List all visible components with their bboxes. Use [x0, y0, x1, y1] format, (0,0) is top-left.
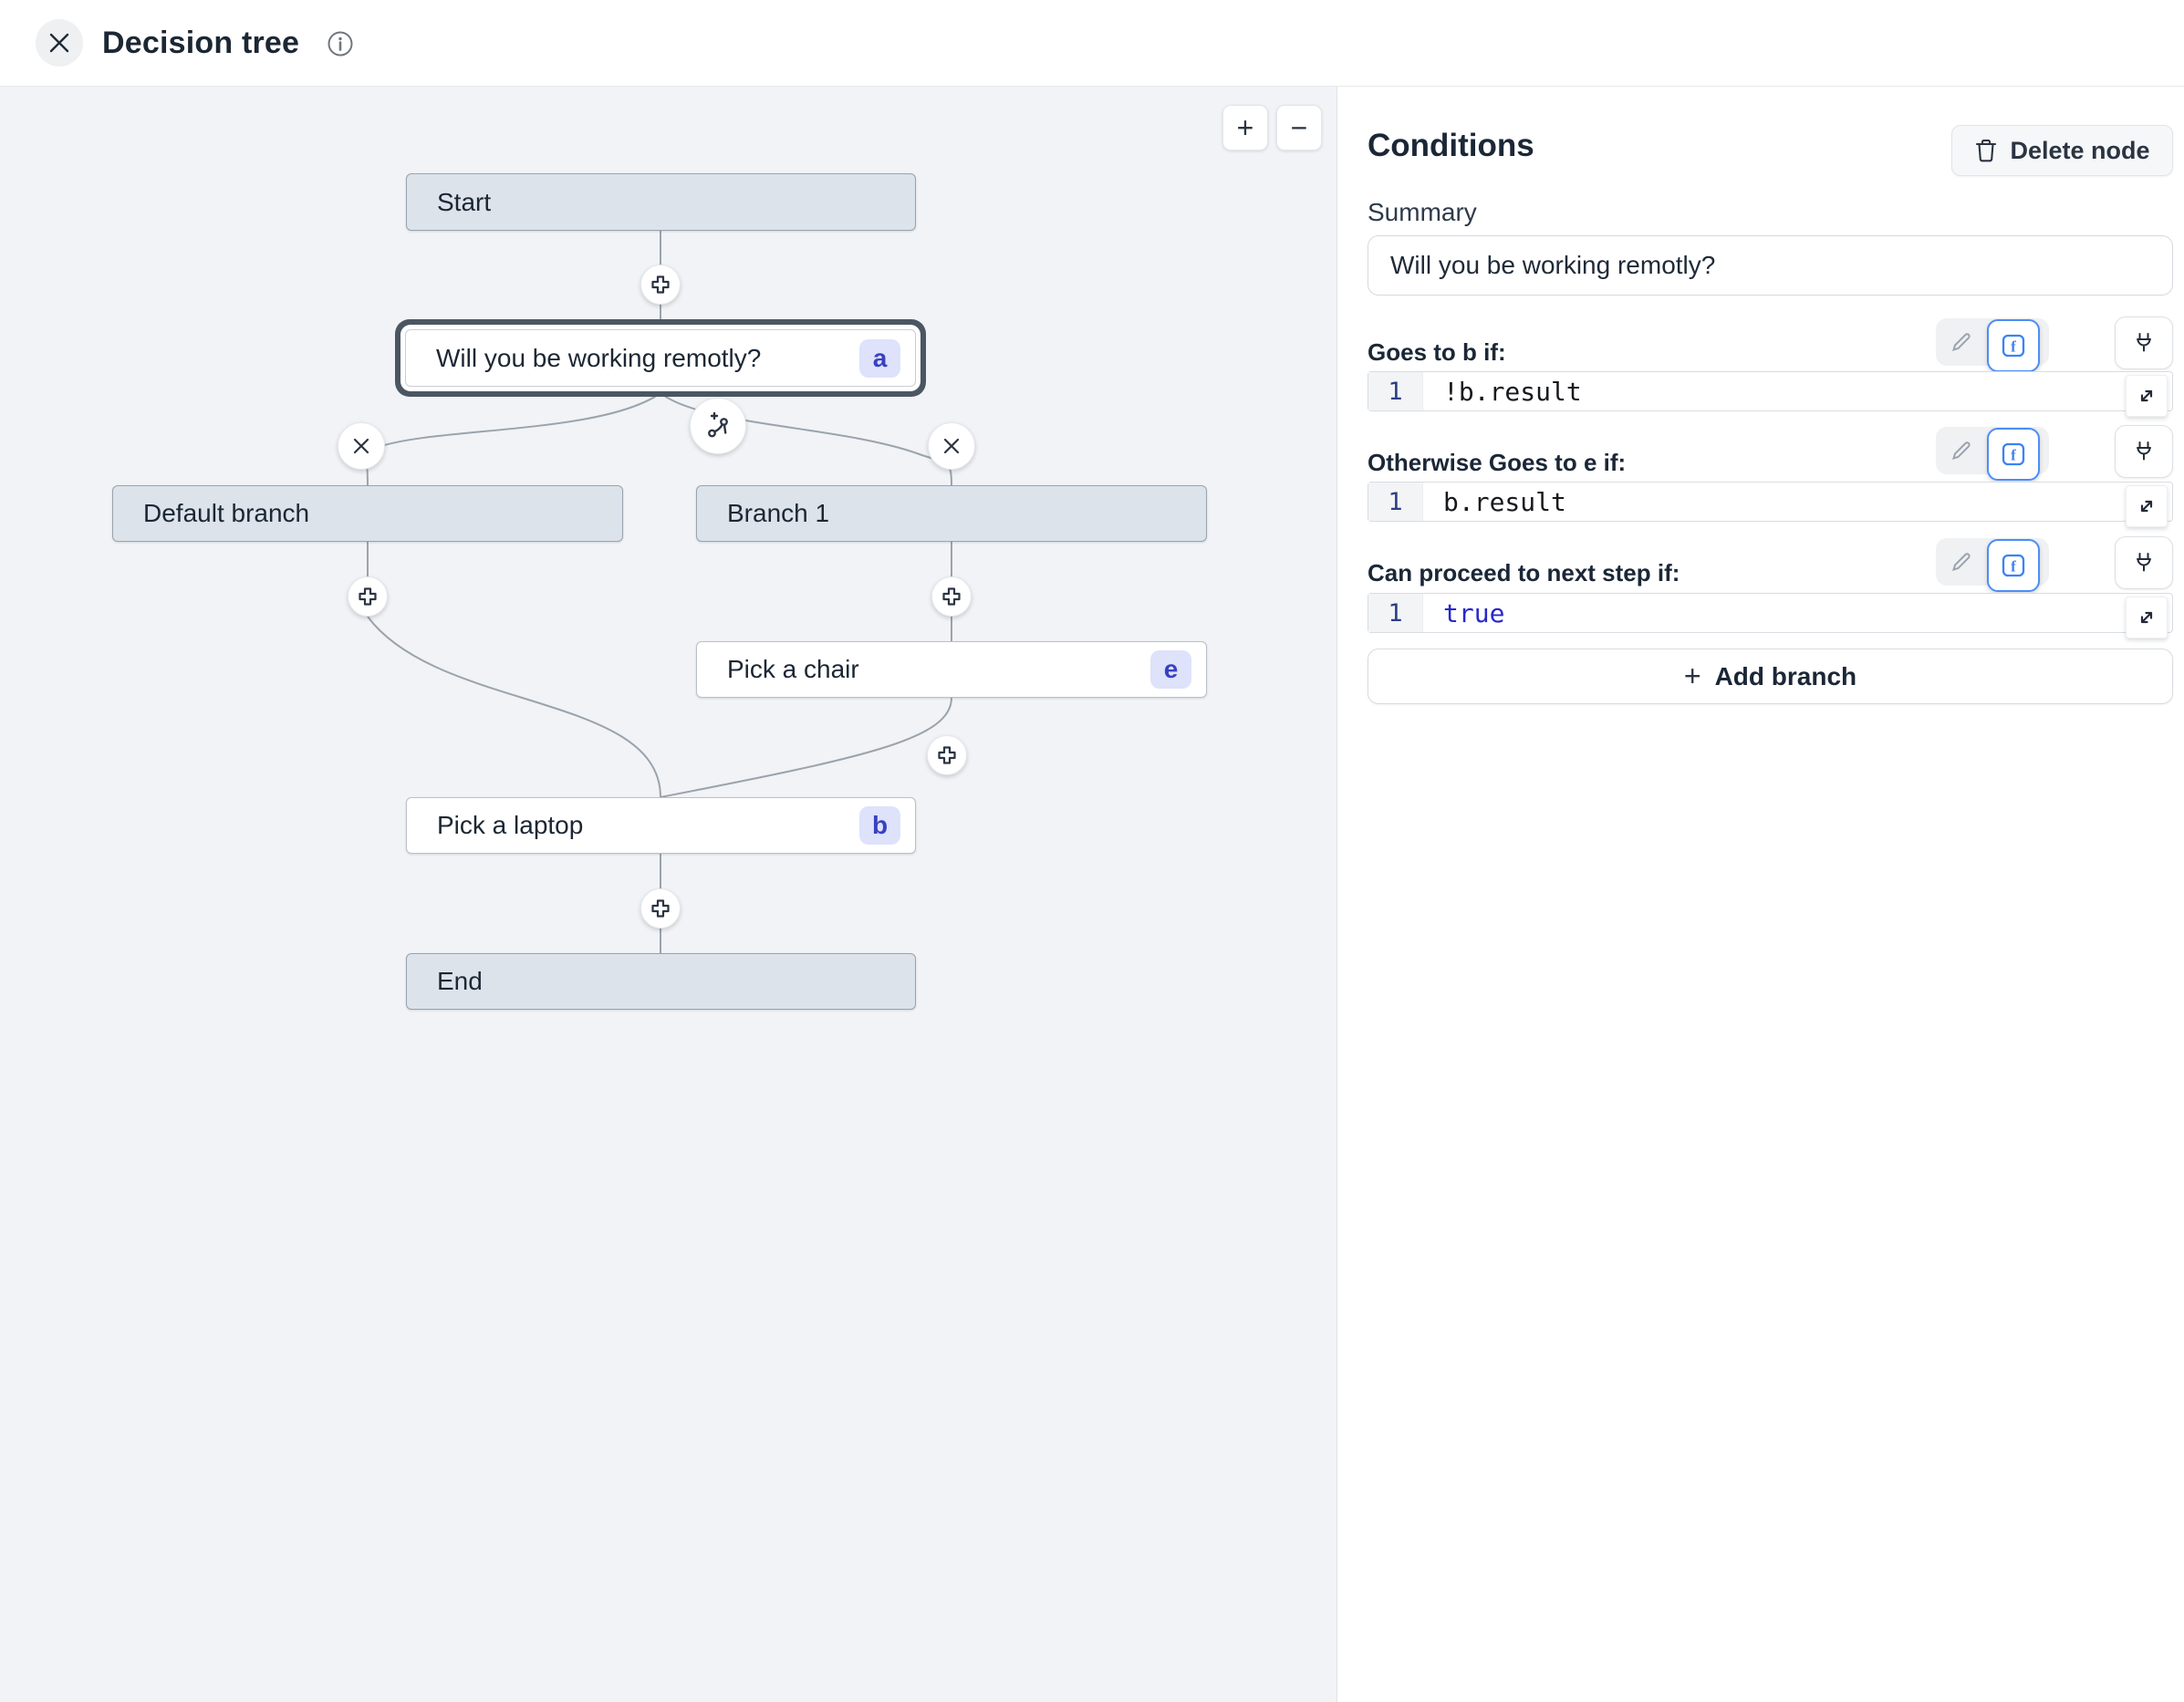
connect-data-button[interactable]	[2115, 425, 2173, 478]
editor-mode-controls: f	[1936, 425, 2173, 481]
plus-icon	[936, 744, 958, 766]
delete-node-button[interactable]: Delete node	[1951, 125, 2173, 176]
expand-editor-button[interactable]	[2126, 485, 2168, 527]
plus-icon	[941, 586, 962, 607]
pencil-icon	[1949, 438, 1974, 463]
node-pick-a-laptop[interactable]: Pick a laptop b	[406, 797, 916, 854]
expand-editor-button[interactable]	[2126, 375, 2168, 417]
expand-icon	[2136, 607, 2158, 628]
line-number: 1	[1368, 372, 1423, 410]
close-icon	[47, 31, 71, 55]
mode-toggle-group: f	[1936, 538, 2049, 592]
branch-plus-icon	[702, 410, 733, 441]
function-mode-button[interactable]: f	[1987, 539, 2040, 592]
remove-branch-button[interactable]	[338, 422, 385, 470]
plug-icon	[2131, 330, 2157, 356]
svg-text:f: f	[2011, 338, 2016, 356]
node-start[interactable]: Start	[406, 173, 916, 231]
panel-title: Conditions	[1368, 128, 1534, 163]
mode-toggle-group: f	[1936, 318, 2049, 372]
node-label: Branch 1	[727, 499, 830, 527]
condition-code: true	[1443, 597, 1505, 628]
node-badge: a	[859, 338, 900, 378]
condition-code: !b.result	[1443, 376, 1582, 407]
pencil-icon	[1949, 549, 1974, 575]
condition-label: Can proceed to next step if:	[1368, 559, 1680, 586]
editor-mode-controls: f	[1936, 536, 2173, 592]
condition-code-editor[interactable]: 1 true	[1368, 593, 2173, 638]
add-node-connector[interactable]	[348, 576, 388, 617]
node-decision[interactable]: Will you be working remotly? a	[405, 329, 916, 387]
condition-code-editor[interactable]: 1 b.result	[1368, 482, 2173, 527]
node-branch-1[interactable]: Branch 1	[696, 485, 1207, 542]
line-number: 1	[1368, 594, 1423, 632]
add-branch-button[interactable]: + Add branch	[1368, 649, 2173, 704]
condition-code-editor[interactable]: 1 !b.result	[1368, 371, 2173, 417]
info-icon[interactable]	[327, 30, 354, 57]
add-node-connector[interactable]	[640, 888, 681, 929]
svg-text:f: f	[2011, 558, 2016, 576]
function-icon: f	[2000, 332, 2027, 359]
text-mode-button[interactable]	[1936, 427, 1987, 474]
flow-canvas[interactable]: + − Start Will you be working remotly? a…	[0, 87, 1337, 1702]
function-icon: f	[2000, 441, 2027, 468]
expand-editor-button[interactable]	[2126, 597, 2168, 638]
add-node-connector[interactable]	[931, 576, 972, 617]
x-icon	[941, 435, 962, 457]
svg-text:f: f	[2011, 447, 2016, 464]
plug-icon	[2131, 550, 2157, 576]
node-label: Start	[437, 187, 492, 216]
remove-branch-button[interactable]	[928, 422, 975, 470]
line-number: 1	[1368, 483, 1423, 521]
node-label: Pick a laptop	[437, 811, 584, 839]
zoom-out-button[interactable]: −	[1276, 105, 1322, 150]
node-badge: e	[1150, 650, 1191, 689]
function-mode-button[interactable]: f	[1987, 319, 2040, 372]
node-label: Pick a chair	[727, 655, 859, 683]
node-end[interactable]: End	[406, 953, 916, 1010]
editor-mode-controls: f	[1936, 317, 2173, 372]
page-title: Decision tree	[102, 26, 300, 60]
add-branch-label: Add branch	[1714, 661, 1857, 690]
function-mode-button[interactable]: f	[1987, 428, 2040, 481]
summary-input[interactable]	[1368, 235, 2173, 296]
conditions-panel: Conditions Delete node Summary Goes to b…	[1338, 87, 2184, 1702]
node-pick-a-chair[interactable]: Pick a chair e	[696, 641, 1207, 698]
mode-toggle-group: f	[1936, 427, 2049, 481]
text-mode-button[interactable]	[1936, 538, 1987, 586]
trash-icon	[1974, 138, 1998, 163]
node-label: End	[437, 967, 483, 995]
condition-label: Otherwise Goes to e if:	[1368, 449, 1627, 476]
node-badge: b	[859, 806, 900, 845]
expand-icon	[2136, 495, 2158, 517]
expand-icon	[2136, 385, 2158, 407]
node-default-branch[interactable]: Default branch	[112, 485, 623, 542]
plus-icon	[650, 274, 671, 296]
condition-label: Goes to b if:	[1368, 338, 1506, 366]
header: Decision tree	[0, 0, 2184, 87]
function-icon: f	[2000, 552, 2027, 579]
plus-icon: +	[1683, 659, 1701, 692]
node-label: Will you be working remotly?	[436, 343, 762, 372]
text-mode-button[interactable]	[1936, 318, 1987, 366]
connect-data-button[interactable]	[2115, 317, 2173, 369]
close-button[interactable]	[36, 19, 83, 67]
pencil-icon	[1949, 329, 1974, 355]
node-label: Default branch	[143, 499, 310, 527]
plus-icon	[650, 898, 671, 919]
summary-label: Summary	[1368, 198, 1477, 226]
delete-node-label: Delete node	[2010, 136, 2150, 164]
add-node-connector[interactable]	[640, 265, 681, 305]
condition-code: b.result	[1443, 486, 1566, 517]
x-icon	[350, 435, 372, 457]
plug-icon	[2131, 439, 2157, 464]
add-branch-connector[interactable]	[690, 398, 746, 454]
add-node-connector[interactable]	[927, 735, 967, 775]
plus-icon	[357, 586, 379, 607]
zoom-in-button[interactable]: +	[1222, 105, 1268, 150]
connect-data-button[interactable]	[2115, 536, 2173, 589]
